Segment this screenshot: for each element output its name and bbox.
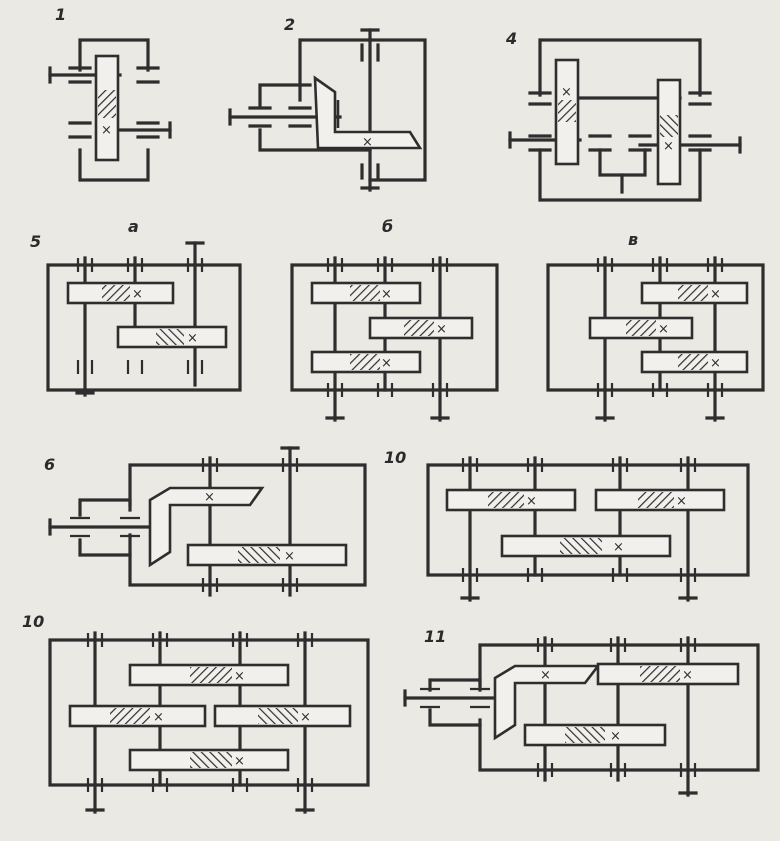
svg-text:×: ×: [540, 668, 551, 683]
svg-text:×: ×: [610, 729, 621, 744]
scheme-5a: × ×: [46, 241, 242, 397]
svg-text:×: ×: [381, 356, 392, 371]
label-fig-10-bottom: 10: [22, 612, 44, 631]
bevel-gear-2: [313, 75, 423, 150]
label-fig-10-top: 10: [384, 448, 406, 467]
svg-text:×: ×: [381, 287, 392, 302]
scheme-11: × × ×: [403, 636, 760, 797]
label-fig-11: 11: [424, 627, 446, 646]
svg-text:×: ×: [284, 549, 295, 564]
svg-text:×: ×: [526, 494, 537, 509]
label-fig-1: 1: [55, 5, 66, 24]
scheme-10-top: × × ×: [426, 456, 750, 602]
label-fig-6: 6: [44, 455, 55, 474]
label-sub-v: в: [628, 230, 638, 249]
label-sub-b: б: [382, 217, 393, 236]
svg-text:×: ×: [710, 287, 721, 302]
svg-text:×: ×: [204, 490, 215, 505]
svg-text:×: ×: [132, 287, 143, 302]
label-fig-5: 5: [30, 232, 41, 251]
scheme-2: ×: [228, 28, 427, 192]
scheme-5b: × × ×: [290, 256, 499, 422]
svg-text:×: ×: [436, 322, 447, 337]
svg-text:×: ×: [682, 668, 693, 683]
scheme-6: × ×: [48, 446, 367, 597]
svg-text:×: ×: [234, 669, 245, 684]
bevel-gear-6: [148, 486, 265, 568]
svg-text:×: ×: [101, 123, 112, 138]
svg-text:×: ×: [234, 754, 245, 769]
scheme-4: × ×: [508, 38, 742, 202]
svg-text:×: ×: [561, 85, 572, 100]
svg-text:×: ×: [187, 331, 198, 346]
bevel-gear-11: [493, 664, 601, 741]
label-fig-4: 4: [505, 29, 517, 48]
svg-text:×: ×: [658, 322, 669, 337]
svg-text:×: ×: [676, 494, 687, 509]
svg-text:×: ×: [300, 710, 311, 725]
svg-text:×: ×: [710, 356, 721, 371]
scheme-1: ×: [48, 38, 172, 182]
label-sub-a: а: [128, 217, 139, 236]
svg-text:×: ×: [362, 135, 373, 150]
gear-1a-teeth: [98, 90, 116, 118]
svg-text:×: ×: [663, 139, 674, 154]
svg-text:×: ×: [153, 710, 164, 725]
label-fig-2: 2: [284, 15, 295, 34]
scheme-10-bottom: × × × ×: [48, 631, 370, 814]
svg-text:×: ×: [613, 540, 624, 555]
scheme-5v: × × ×: [546, 256, 765, 422]
